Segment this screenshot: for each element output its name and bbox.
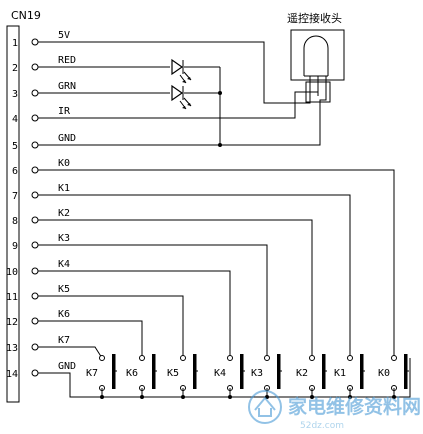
pin-number: 12 bbox=[6, 317, 18, 328]
key-wiring bbox=[40, 169, 411, 398]
pin-terminal bbox=[31, 317, 39, 325]
pin-3: 3 GRN bbox=[12, 81, 76, 100]
pin-terminal bbox=[31, 141, 39, 149]
ir-receiver: 遥控接收头 bbox=[287, 11, 345, 103]
connector-body bbox=[6, 25, 20, 403]
pin-terminal bbox=[31, 369, 39, 377]
switch-k7: K7 bbox=[86, 354, 117, 399]
pin-signal: K2 bbox=[58, 208, 70, 219]
pin-signal: K4 bbox=[58, 259, 70, 270]
key-label: K7 bbox=[86, 368, 98, 379]
pin-signal: GRN bbox=[58, 81, 76, 92]
key-label: K2 bbox=[296, 368, 308, 379]
pin-number: 1 bbox=[12, 38, 18, 49]
pin-signal: K1 bbox=[58, 183, 70, 194]
switch-k1: K1 bbox=[334, 354, 365, 399]
key-label: K4 bbox=[214, 368, 226, 379]
led-red bbox=[171, 58, 192, 84]
pin-signal: GND bbox=[58, 133, 76, 144]
switch-k0: K0 bbox=[378, 354, 409, 399]
pin-signal: IR bbox=[58, 106, 71, 117]
pin-number: 14 bbox=[6, 369, 18, 380]
pin-terminal bbox=[31, 63, 39, 71]
pin-terminal bbox=[31, 166, 39, 174]
switch-k6: K6 bbox=[126, 354, 157, 399]
pin-number: 7 bbox=[12, 191, 18, 202]
pin-terminal bbox=[31, 292, 39, 300]
pin-number: 9 bbox=[12, 241, 18, 252]
pin-1: 1 5V bbox=[12, 30, 70, 49]
pin-signal: K6 bbox=[58, 309, 70, 320]
pin-terminal bbox=[31, 89, 39, 97]
pin-number: 3 bbox=[12, 89, 18, 100]
pin-signal: K5 bbox=[58, 284, 70, 295]
pin-4: 4 IR bbox=[12, 106, 71, 125]
connector-pins: 15V2RED3GRN4IR5GND6K07K18K29K310K411K512… bbox=[6, 30, 76, 380]
pin-number: 10 bbox=[6, 267, 18, 278]
switch-k2: K2 bbox=[296, 354, 327, 399]
pin-number: 8 bbox=[12, 216, 18, 227]
pin-signal: 5V bbox=[58, 30, 70, 41]
pin-number: 13 bbox=[6, 343, 18, 354]
pin-terminal bbox=[31, 241, 39, 249]
pin-number: 4 bbox=[12, 114, 18, 125]
pin-9: 9 K3 bbox=[12, 233, 70, 252]
pin-terminal bbox=[31, 114, 39, 122]
key-label: K1 bbox=[334, 368, 346, 379]
pin-14: 14 GND bbox=[6, 361, 76, 380]
pin-number: 11 bbox=[6, 292, 18, 303]
switch-k3: K3 bbox=[251, 354, 282, 399]
pin-signal: RED bbox=[58, 55, 76, 66]
ir-receiver-label: 遥控接收头 bbox=[287, 11, 342, 25]
pin-terminal bbox=[31, 216, 39, 224]
switch-k5: K5 bbox=[167, 354, 198, 399]
pin-signal: GND bbox=[58, 361, 76, 372]
pin-number: 5 bbox=[12, 141, 18, 152]
pin-signal: K7 bbox=[58, 335, 70, 346]
watermark-url: 52dz.com bbox=[300, 421, 344, 431]
key-label: K0 bbox=[378, 368, 390, 379]
pin-terminal bbox=[31, 191, 39, 199]
pin-signal: K0 bbox=[58, 158, 70, 169]
pin-2: 2 RED bbox=[12, 55, 76, 74]
pin-6: 6 K0 bbox=[12, 158, 70, 177]
switch-k4: K4 bbox=[214, 354, 245, 399]
watermark: 家电维修资料网 52dz.com bbox=[248, 390, 421, 431]
top-wiring bbox=[40, 41, 327, 147]
pin-terminal bbox=[31, 267, 39, 275]
pin-signal: K3 bbox=[58, 233, 70, 244]
pin-8: 8 K2 bbox=[12, 208, 70, 227]
pin-terminal bbox=[31, 343, 39, 351]
key-switches: K7 K6 K5 K4 K3 K2 K1 K0 bbox=[86, 354, 409, 399]
pin-terminal bbox=[31, 38, 39, 46]
connector-label: CN19 bbox=[11, 9, 41, 22]
key-label: K6 bbox=[126, 368, 138, 379]
watermark-title: 家电维修资料网 bbox=[288, 395, 421, 418]
pin-7: 7 K1 bbox=[12, 183, 70, 202]
pin-number: 2 bbox=[12, 63, 18, 74]
key-label: K5 bbox=[167, 368, 179, 379]
led-green bbox=[171, 84, 192, 110]
pin-number: 6 bbox=[12, 166, 18, 177]
pin-5: 5 GND bbox=[12, 133, 76, 152]
watermark-logo bbox=[248, 390, 282, 424]
key-label: K3 bbox=[251, 368, 263, 379]
